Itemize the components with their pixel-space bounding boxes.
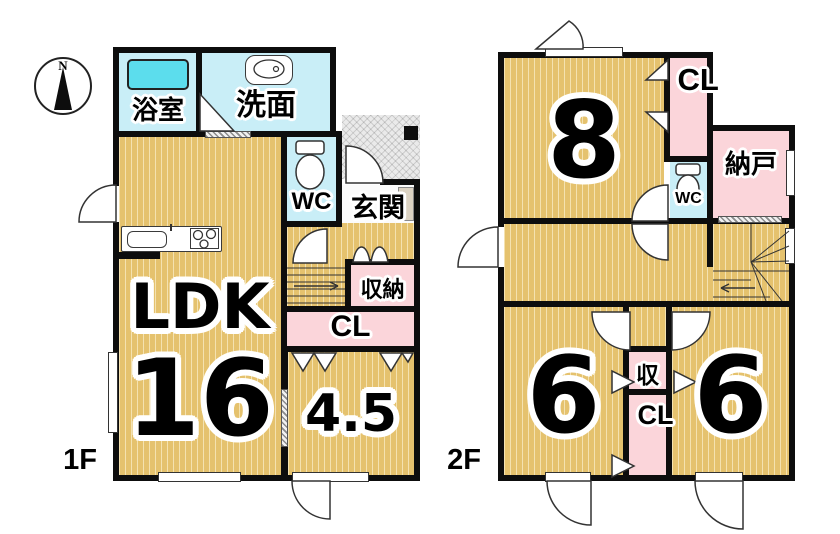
floor2-label: 2F xyxy=(447,444,481,476)
wall xyxy=(498,475,795,481)
stairs-2f xyxy=(713,224,789,301)
wall xyxy=(345,259,420,265)
wall xyxy=(330,53,336,137)
wall xyxy=(281,221,342,227)
room-nando xyxy=(713,131,789,218)
room45-exterior-door xyxy=(291,480,331,520)
sliding-door xyxy=(281,389,288,447)
label-closet-2f: CL xyxy=(668,62,719,98)
kitchen-sink xyxy=(127,231,167,248)
wall xyxy=(113,475,420,481)
label-closet-2f-text: CL xyxy=(677,62,719,97)
label-washroom: 洗面 xyxy=(236,89,296,122)
wall xyxy=(498,218,670,224)
wall xyxy=(664,156,713,162)
window xyxy=(786,150,795,196)
label-room-8: 8 xyxy=(547,79,621,202)
room-closet-1f xyxy=(287,312,414,346)
compass-north-label: N xyxy=(58,58,68,73)
wall xyxy=(336,137,342,227)
stairs-opening xyxy=(707,267,713,301)
label-closet-mid-text: CL xyxy=(637,400,674,430)
hall2f-exterior-door xyxy=(457,226,499,268)
stairs-1f xyxy=(287,262,345,306)
wall xyxy=(113,47,336,53)
label-nando: 納戸 xyxy=(724,149,777,179)
room-ldk xyxy=(119,137,281,475)
bathtub xyxy=(127,59,189,90)
wall xyxy=(113,47,119,481)
label-wc-2f: WC xyxy=(675,190,702,207)
door-opening xyxy=(113,186,119,222)
door-opening xyxy=(498,227,504,267)
room6l-exterior-door xyxy=(546,480,592,526)
room-4-5 xyxy=(288,352,414,475)
label-room-4-5: 4.5 xyxy=(304,384,398,444)
sliding-door xyxy=(205,131,251,138)
wall xyxy=(629,389,672,395)
label-storage-1f: 収納 xyxy=(360,277,405,302)
window xyxy=(292,472,369,482)
label-room-6-left: 6 xyxy=(526,334,601,457)
window xyxy=(785,228,795,264)
label-wc-1f: WC xyxy=(291,188,332,215)
room-storage-1f xyxy=(351,265,414,306)
casement-window xyxy=(533,20,584,50)
ldk-exterior-door xyxy=(78,184,117,223)
label-ldk: LDK xyxy=(130,270,270,343)
sliding-window xyxy=(718,216,782,223)
window xyxy=(108,352,118,433)
wall xyxy=(707,125,795,131)
label-closet-mid: CL xyxy=(629,400,674,431)
label-closet-1f: CL xyxy=(330,310,371,343)
window xyxy=(545,47,623,57)
window xyxy=(158,472,241,482)
wall xyxy=(281,346,420,352)
wall xyxy=(345,262,351,312)
wall xyxy=(380,179,420,185)
entrance-porch xyxy=(342,115,420,179)
wall xyxy=(113,252,160,259)
closet-nook xyxy=(629,307,666,346)
room6r-exterior-door xyxy=(694,480,744,530)
hall-2f xyxy=(504,224,707,301)
label-entrance: 玄関 xyxy=(351,193,405,223)
label-ldk-size: 16 xyxy=(126,337,274,460)
shoe-cabinet xyxy=(398,187,414,221)
wall xyxy=(664,52,670,162)
wall xyxy=(664,218,713,224)
kitchen-stove xyxy=(190,228,219,249)
label-room-6-right: 6 xyxy=(693,334,768,457)
wall xyxy=(281,306,420,312)
porch-pillar xyxy=(404,126,418,140)
room-closet-2f xyxy=(670,58,707,156)
wall xyxy=(281,133,287,352)
window xyxy=(695,472,743,482)
entrance-hall-floor xyxy=(287,223,414,262)
room-6-left xyxy=(504,307,623,475)
wall xyxy=(196,47,202,137)
label-shu: 収 xyxy=(636,362,659,388)
wall xyxy=(498,301,795,307)
window xyxy=(545,472,591,482)
wall xyxy=(629,346,666,352)
label-bath: 浴室 xyxy=(131,95,184,125)
wall xyxy=(414,179,420,481)
floor1-label: 1F xyxy=(63,444,97,476)
